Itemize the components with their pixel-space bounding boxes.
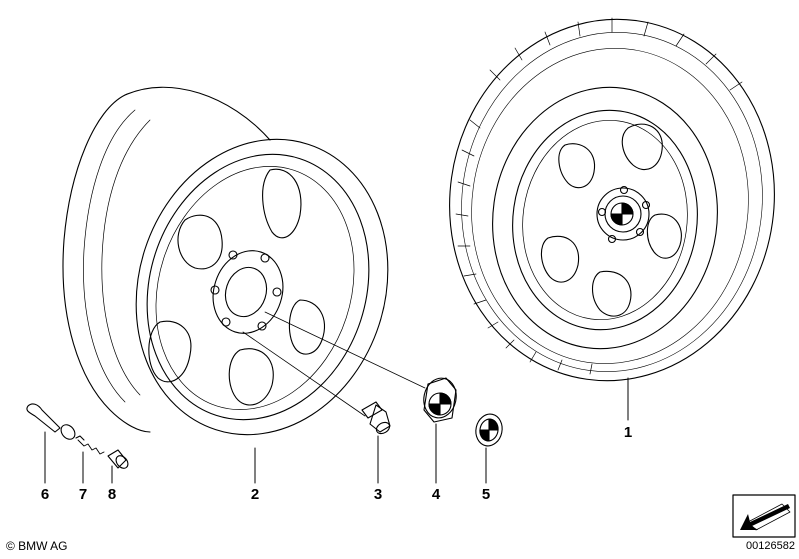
light-alloy-rim — [62, 86, 389, 436]
callout-2[interactable]: 2 — [250, 486, 260, 503]
valve-cap — [107, 449, 129, 469]
roundel-emblem — [475, 413, 503, 447]
copyright-notice: © BMW AG — [6, 539, 68, 553]
callout-1[interactable]: 1 — [623, 424, 633, 441]
tyre-valve — [26, 403, 76, 440]
hub-cap — [264, 311, 457, 423]
callout-4[interactable]: 4 — [431, 486, 441, 503]
callout-3[interactable]: 3 — [373, 486, 383, 503]
valve-core — [75, 435, 105, 455]
callout-7[interactable]: 7 — [78, 486, 88, 503]
orientation-arrow-icon — [732, 494, 796, 538]
callout-5[interactable]: 5 — [481, 486, 491, 503]
callout-8[interactable]: 8 — [107, 486, 117, 503]
wheel-bolt — [242, 331, 391, 435]
document-number: 00126582 — [746, 540, 795, 552]
callout-6[interactable]: 6 — [40, 486, 50, 503]
callout-leaders — [44, 377, 629, 484]
complete-wheel-with-tyre — [449, 17, 775, 382]
